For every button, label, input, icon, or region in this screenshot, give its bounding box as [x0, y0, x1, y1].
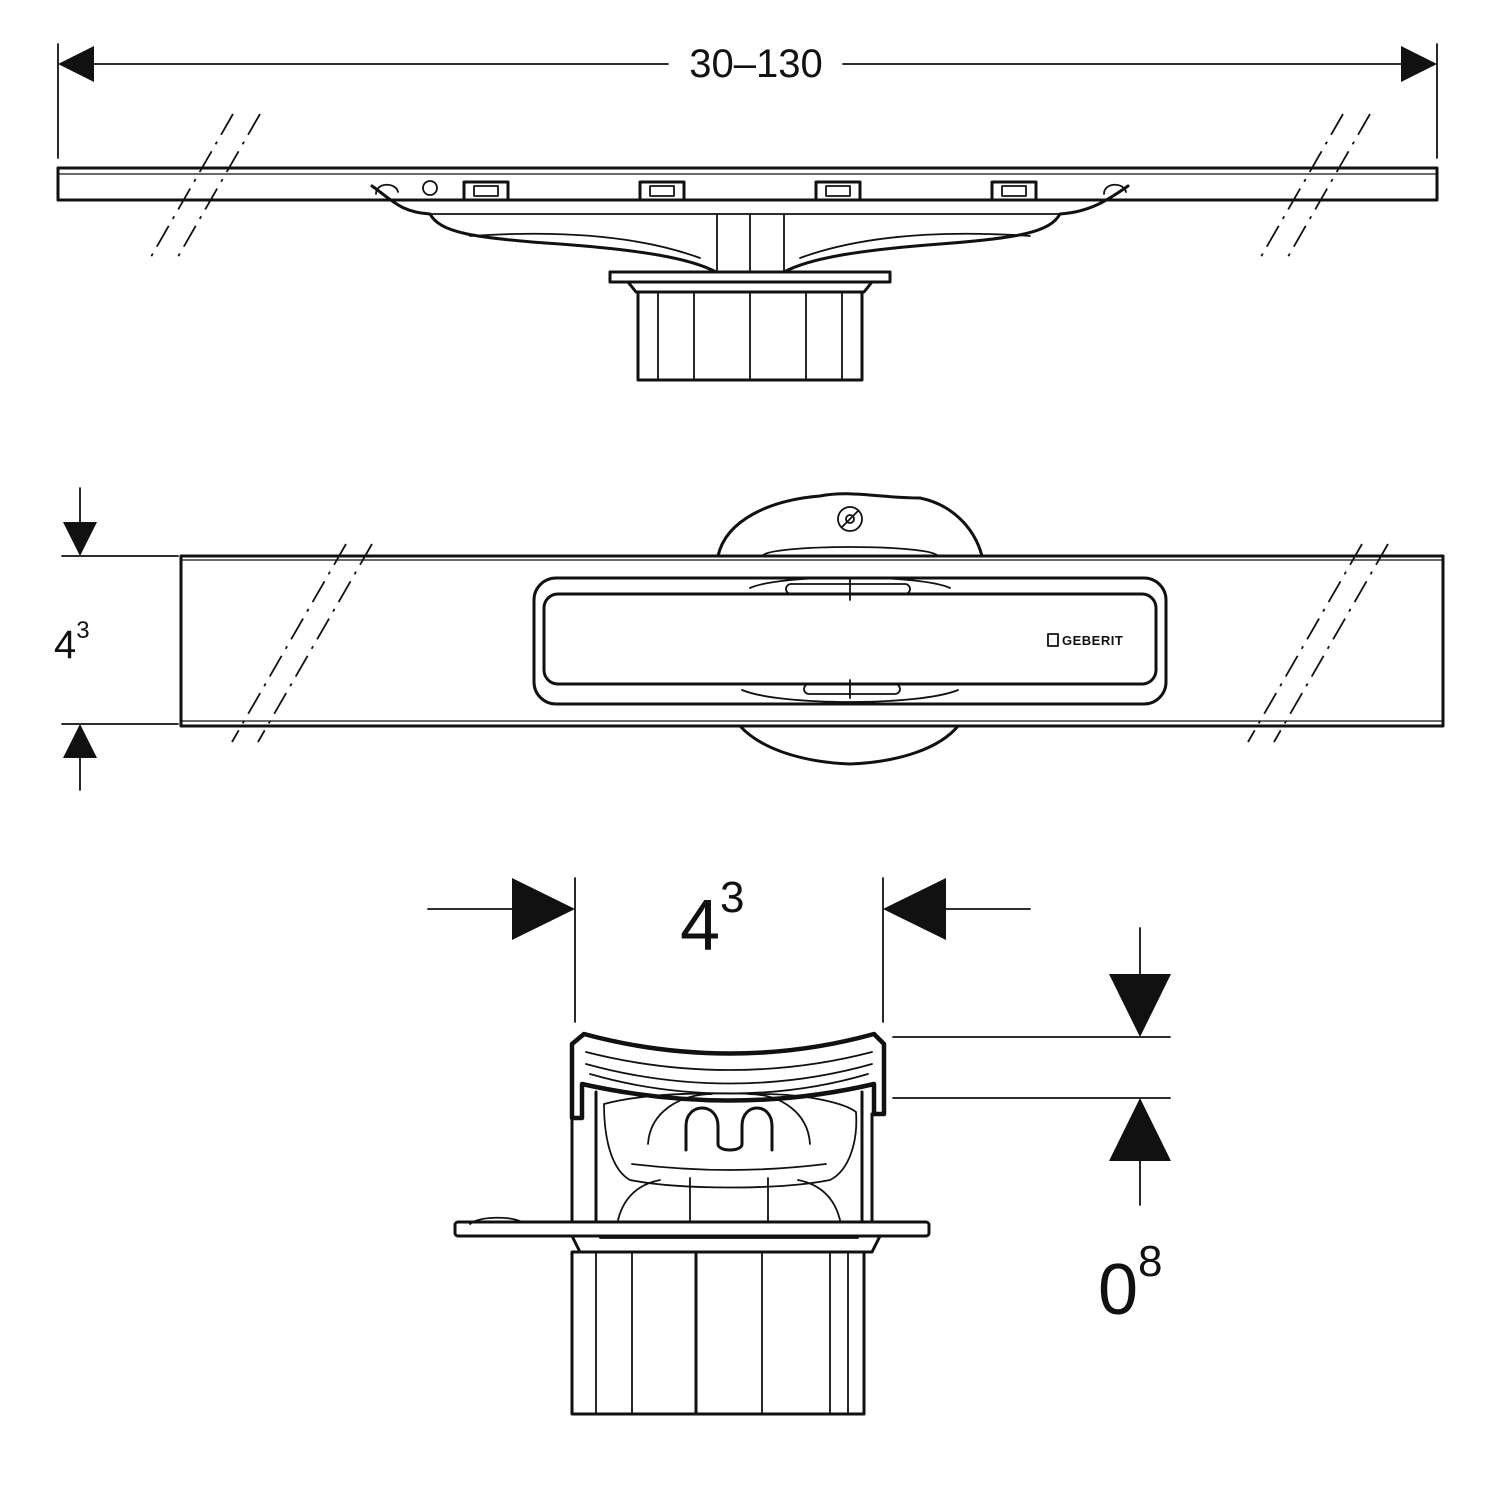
cover-section [569, 1031, 887, 1121]
logo-square-icon [1047, 633, 1059, 647]
cover-plate-outer [532, 576, 1168, 706]
arrow-left-icon [883, 878, 946, 940]
brand-logo: GEBERIT [1062, 633, 1123, 648]
arrow-up-icon [63, 724, 97, 758]
length-label: 30–130 [689, 42, 822, 86]
break-lines-right [1257, 113, 1371, 263]
section-view: 43 08 [427, 873, 1171, 1416]
channel-top [179, 554, 1445, 728]
screw-icon [837, 506, 863, 532]
rim-dimension: 08 [892, 927, 1171, 1330]
arrow-right-icon [512, 878, 575, 940]
channel-walls [570, 1090, 874, 1224]
width-label: 43 [680, 873, 745, 966]
clip-1 [462, 180, 510, 202]
arrow-right-icon [1401, 46, 1437, 82]
break-lines-left [147, 113, 261, 263]
height-dimension: 43 [54, 487, 179, 791]
rim-label: 08 [1098, 1237, 1163, 1330]
arrow-up-icon [1109, 1098, 1171, 1161]
side-elevation-view: 30–130 [56, 42, 1439, 382]
height-label: 43 [54, 617, 90, 667]
drain-inner [603, 1092, 858, 1189]
clip-3 [814, 180, 862, 202]
width-dimension: 43 [427, 873, 1031, 1023]
length-dimension: 30–130 [57, 42, 1438, 159]
section-flange [453, 1220, 931, 1238]
arrow-down-icon [1109, 974, 1171, 1037]
drain-body-bottom [738, 724, 960, 766]
arrow-down-icon [63, 522, 97, 556]
section-outlet-pipe [570, 1250, 866, 1416]
cover-plate-inner [542, 592, 1158, 686]
clip-4 [990, 180, 1038, 202]
channel-profile [56, 166, 1439, 202]
arrow-left-icon [58, 46, 94, 82]
plan-view: 43 GEBERIT [54, 487, 1445, 791]
drain-body-top [716, 492, 984, 558]
clip-2 [638, 180, 686, 202]
